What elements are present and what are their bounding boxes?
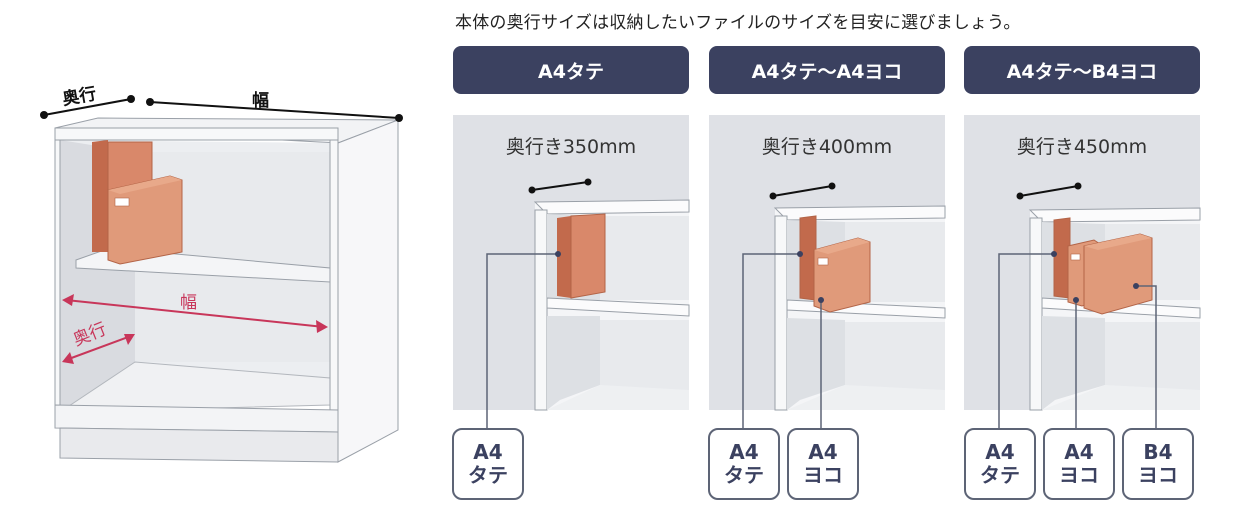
callout-a4-tate: A4 タテ [964, 428, 1036, 500]
callout-line2: ヨコ [1059, 463, 1099, 487]
callout-line2: タテ [468, 463, 508, 487]
tab-a4-tate-to-a4-yoko: A4タテ〜A4ヨコ [709, 46, 945, 94]
tab-a4-tate: A4タテ [453, 46, 689, 94]
callout-line2: ヨコ [803, 463, 843, 487]
main-cabinet [54, 117, 399, 463]
callout-line1: A4 [985, 440, 1015, 464]
panel-2-depth-label: 奥行き400mm [761, 136, 893, 158]
inner-width-label: 幅 [180, 293, 197, 313]
panel-2-cabinet [742, 182, 946, 430]
main-dimensions [40, 95, 403, 364]
panel-3-depth-label: 奥行き450mm [1016, 136, 1148, 158]
headline: 本体の奥行サイズは収納したいファイルのサイズを目安に選びましょう。 [455, 13, 1021, 33]
callout-a4-tate: A4 タテ [708, 428, 780, 500]
tab-a4-tate-to-b4-yoko: A4タテ〜B4ヨコ [964, 46, 1200, 94]
callout-line1: A4 [1064, 440, 1094, 464]
panel-1-depth-label: 奥行き350mm [505, 136, 637, 158]
callout-line1: A4 [808, 440, 838, 464]
panel-3-cabinet [998, 182, 1201, 430]
callout-line1: A4 [729, 440, 759, 464]
callout-line1: A4 [473, 440, 503, 464]
callout-a4-tate: A4 タテ [452, 428, 524, 500]
panel-1-cabinet [486, 178, 690, 430]
callout-line2: タテ [980, 463, 1020, 487]
callout-line2: タテ [724, 463, 764, 487]
main-width-label: 幅 [252, 91, 269, 111]
callout-b4-yoko: B4 ヨコ [1122, 428, 1194, 500]
callout-a4-yoko: A4 ヨコ [787, 428, 859, 500]
callout-line2: ヨコ [1138, 463, 1178, 487]
callout-line1: B4 [1143, 440, 1173, 464]
callout-a4-yoko: A4 ヨコ [1043, 428, 1115, 500]
